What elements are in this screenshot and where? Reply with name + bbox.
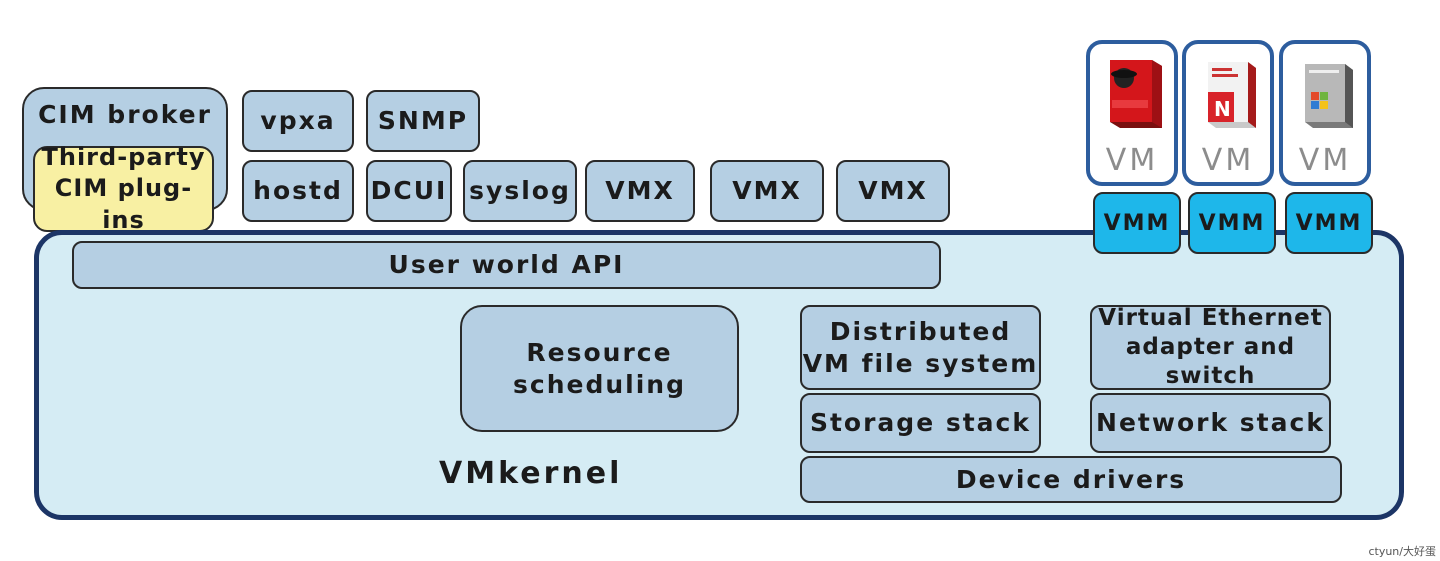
- vm-label-3: VM: [1298, 143, 1352, 178]
- netware-box-icon: N: [1208, 62, 1256, 128]
- syslog-box: syslog: [463, 160, 577, 222]
- resource-line-2: scheduling: [513, 369, 686, 399]
- user-world-api-box: User world API: [72, 241, 941, 289]
- vm-redhat: VM: [1086, 40, 1178, 186]
- vm-netware: N VM: [1182, 40, 1274, 186]
- resource-scheduling-box: Resource scheduling: [460, 305, 739, 432]
- resource-line-1: Resource: [526, 338, 673, 368]
- network-stack-box: Network stack: [1090, 393, 1331, 453]
- vmx-box-1: VMX: [585, 160, 695, 222]
- device-drivers-box: Device drivers: [800, 456, 1342, 503]
- hostd-box: hostd: [242, 160, 354, 222]
- plugins-line-2: CIM plug-ins: [54, 174, 193, 234]
- vm-label-2: VM: [1201, 143, 1255, 178]
- vm-windows: VM: [1279, 40, 1371, 186]
- vpxa-box: vpxa: [242, 90, 354, 152]
- veth-line-1: Virtual Ethernet: [1098, 305, 1323, 332]
- vmm-box-1: VMM: [1093, 192, 1181, 254]
- vmx-box-2: VMX: [710, 160, 824, 222]
- dcui-box: DCUI: [366, 160, 452, 222]
- cim-broker-label: CIM broker: [38, 100, 212, 129]
- vmm-box-2: VMM: [1188, 192, 1276, 254]
- windows-server-box-icon: [1305, 64, 1353, 128]
- dvfs-line-1: Distributed: [829, 317, 1012, 347]
- plugins-line-1: Third-party: [41, 143, 206, 172]
- virtual-ethernet-box: Virtual Ethernet adapter and switch: [1090, 305, 1331, 390]
- svg-text:N: N: [1214, 97, 1231, 121]
- snmp-box: SNMP: [366, 90, 480, 152]
- redhat-box-icon: [1110, 60, 1162, 128]
- third-party-cim-plugins-box: Third-party CIM plug-ins: [33, 143, 214, 234]
- vmm-box-3: VMM: [1285, 192, 1373, 254]
- watermark: ctyun/大好蛋: [1368, 545, 1436, 558]
- dvfs-line-2: VM file system: [802, 348, 1039, 378]
- vmx-box-3: VMX: [836, 160, 950, 222]
- storage-stack-box: Storage stack: [800, 393, 1041, 453]
- vmkernel-label: VMkernel: [439, 456, 623, 491]
- distributed-vm-file-system-box: Distributed VM file system: [800, 305, 1041, 390]
- veth-line-2: adapter and switch: [1125, 334, 1296, 389]
- vm-label-1: VM: [1105, 143, 1159, 178]
